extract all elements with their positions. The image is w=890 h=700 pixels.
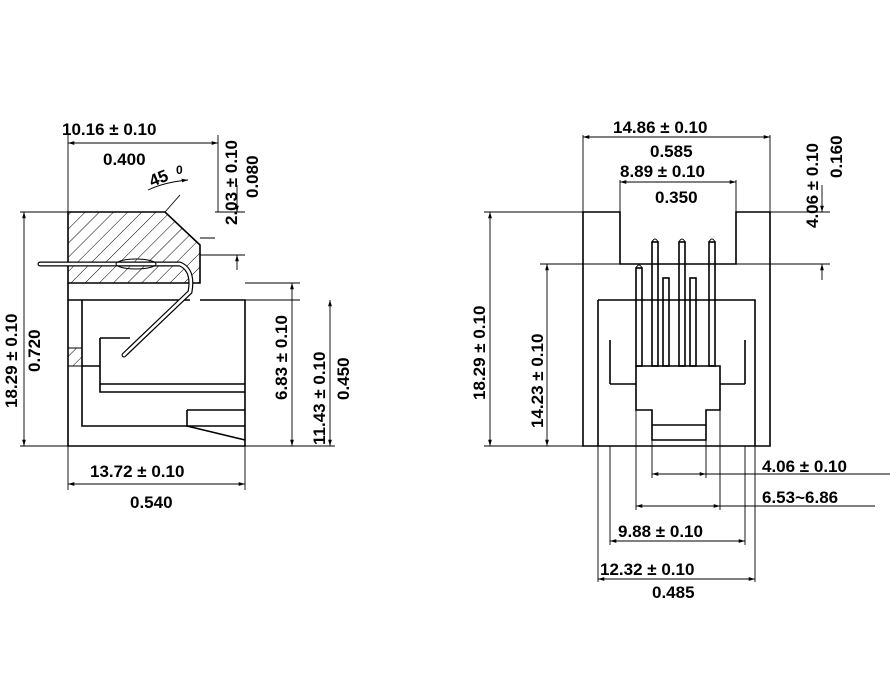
front-pin-span-label: 6.53~6.86 <box>762 488 838 507</box>
front-insert-outline <box>635 365 721 441</box>
side-angle-label: 45 <box>146 166 171 191</box>
front-width-inch-label: 0.585 <box>650 142 693 161</box>
front-pin-pitch-label: 4.06 ± 0.10 <box>762 457 847 476</box>
hatched-small-block <box>67 347 83 367</box>
front-tab-height-label: 4.06 ± 0.10 <box>803 143 822 228</box>
front-base-width-label: 12.32 ± 0.10 <box>600 560 694 579</box>
front-opening-label: 8.89 ± 0.10 <box>620 162 705 181</box>
front-inner-height-label: 14.23 ± 0.10 <box>528 334 547 428</box>
front-width-label: 14.86 ± 0.10 <box>613 118 707 137</box>
front-inner-width-label: 9.88 ± 0.10 <box>618 522 703 541</box>
front-view-outline <box>582 211 771 447</box>
side-tab-height-inch-label: 0.080 <box>243 155 262 198</box>
front-pins <box>635 238 716 367</box>
front-housing-outline <box>582 211 771 447</box>
hatched-top-block <box>67 211 201 284</box>
front-height-label: 18.29 ± 0.10 <box>470 306 489 400</box>
side-pin-height-label: 6.83 ± 0.10 <box>272 315 291 400</box>
side-top-width-label: 10.16 ± 0.10 <box>62 120 156 139</box>
side-body-height-label: 11.43 ± 0.10 <box>310 352 329 445</box>
front-base-width-inch-label: 0.485 <box>652 583 695 602</box>
housing-outline <box>67 283 246 447</box>
side-tab-height-label: 2.03 ± 0.10 <box>222 140 241 225</box>
side-angle-unit-label: 0 <box>176 163 183 177</box>
front-opening-inch-label: 0.350 <box>655 188 698 207</box>
front-tab-height-inch-label: 0.160 <box>827 135 846 178</box>
side-body-height-inch-label: 0.450 <box>334 357 353 400</box>
side-height-label: 18.29 ± 0.10 <box>2 314 21 408</box>
side-view-outline <box>37 211 246 447</box>
side-view: 10.16 ± 0.10 0.400 45 0 2.03 ± 0.10 0.08… <box>2 120 353 512</box>
front-view: 14.86 ± 0.10 0.585 8.89 ± 0.10 0.350 4.0… <box>470 118 890 602</box>
side-depth-label: 13.72 ± 0.10 <box>90 462 184 481</box>
side-depth-inch-label: 0.540 <box>130 493 173 512</box>
side-height-inch-label: 0.720 <box>25 329 44 372</box>
side-top-width-inch-label: 0.400 <box>103 150 146 169</box>
